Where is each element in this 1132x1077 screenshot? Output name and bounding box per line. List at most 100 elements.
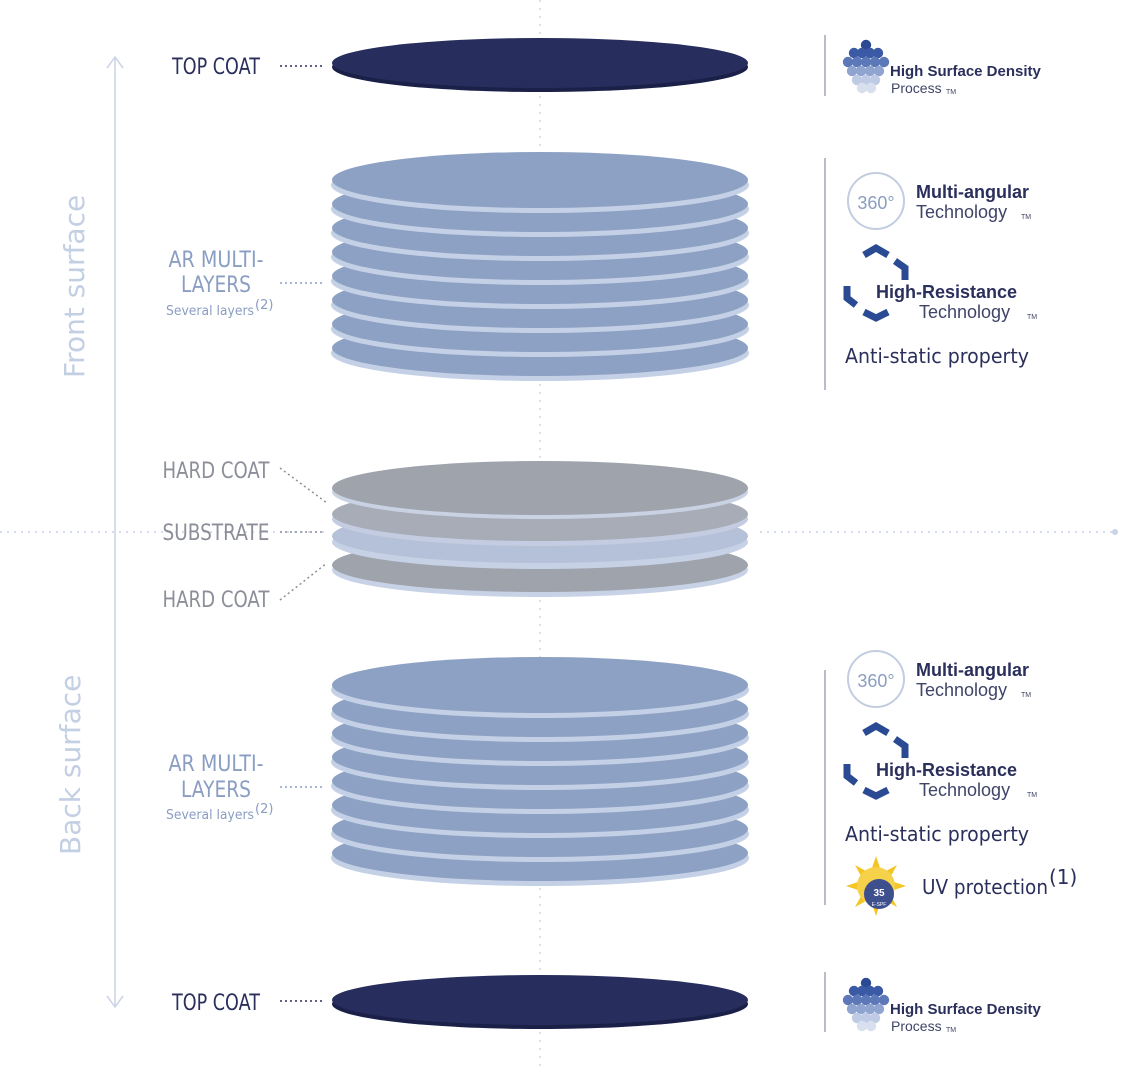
ar-back-label-line1: AR MULTI- — [169, 752, 264, 777]
arrow-up-icon — [106, 55, 124, 69]
dot-cluster-dot — [869, 56, 881, 68]
dot-cluster-dot — [860, 994, 872, 1006]
top-coat-back-label: TOP COAT — [171, 991, 260, 1016]
multi-angular-tm-front: TM — [1021, 214, 1031, 221]
sun-badge-icon: 35 E-SPF — [846, 856, 906, 916]
dot-cluster-dot — [872, 47, 884, 59]
360-circle-icon: 360° — [847, 172, 905, 230]
hard-coat-bottom-label: HARD COAT — [163, 588, 270, 613]
dot-cluster-dot — [855, 65, 867, 77]
dot-cluster-dot — [846, 65, 858, 77]
uv-badge-number: 35 — [873, 888, 885, 899]
ar-back-label-line2: LAYERS — [181, 778, 251, 803]
multi-angular-line1-back: Multi-angular — [916, 660, 1029, 680]
360-circle-icon: 360° — [847, 650, 905, 708]
hard-coat-top-label: HARD COAT — [163, 459, 270, 484]
dot-cluster-dot — [865, 82, 877, 94]
dot-cluster-dot — [851, 56, 863, 68]
high-resistance-tm-front: TM — [1027, 314, 1037, 321]
360-icon-text: 360° — [857, 193, 894, 213]
dot-cluster-icon — [842, 977, 890, 1032]
dot-cluster-dot — [872, 985, 884, 997]
ar-layer-disc — [332, 657, 748, 713]
antistatic-back: Anti-static property — [845, 822, 1029, 846]
antistatic-front: Anti-static property — [845, 344, 1029, 368]
high-resistance-line1-front: High-Resistance — [876, 282, 1017, 302]
dot-cluster-dot — [878, 56, 890, 68]
hsd-line2-top: Process — [891, 80, 942, 96]
multi-angular-line2-front: Technology — [916, 202, 1007, 222]
uv-protection-text: UV protection — [922, 875, 1048, 899]
dot-cluster-dot — [855, 1003, 867, 1015]
dot-cluster-dot — [856, 47, 868, 59]
high-resistance-line2-front: Technology — [919, 302, 1010, 322]
dot-cluster-dot — [873, 1003, 885, 1015]
dot-cluster-dot — [848, 47, 860, 59]
dot-cluster-dot — [856, 1020, 868, 1032]
dot-cluster-icon — [842, 39, 890, 94]
multi-angular-line1-front: Multi-angular — [916, 182, 1029, 202]
dot-cluster-dot — [848, 985, 860, 997]
ar-multilayer-back-stack — [331, 657, 749, 886]
dot-cluster-dot — [842, 56, 854, 68]
ar-front-sublabel-sup: (2) — [255, 298, 273, 313]
dot-cluster-dot — [856, 985, 868, 997]
hard-coat-top-leader — [279, 467, 328, 504]
hsd-line1-bottom: High Surface Density — [890, 1001, 1042, 1018]
360-icon-text: 360° — [857, 671, 894, 691]
dot-cluster-dot — [864, 65, 876, 77]
dot-cluster-dot — [860, 1012, 872, 1024]
substrate-stack — [332, 461, 748, 597]
dot-cluster-dot — [860, 39, 872, 51]
dot-cluster-dot — [873, 65, 885, 77]
dot-cluster-dot — [865, 1020, 877, 1032]
front-surface-label: Front surface — [58, 195, 91, 378]
top-coat-front-disc — [332, 38, 748, 92]
ar-multilayer-front-stack — [331, 152, 749, 381]
dot-cluster-dot — [864, 47, 876, 59]
hsd-tm-top: TM — [946, 89, 956, 96]
surface-arrow — [106, 55, 124, 1009]
ar-layer-disc — [332, 152, 748, 208]
multi-angular-tm-back: TM — [1021, 692, 1031, 699]
dot-cluster-dot — [869, 74, 881, 86]
dot-cluster-dot — [878, 994, 890, 1006]
dot-cluster-dot — [869, 1012, 881, 1024]
dot-cluster-dot — [869, 994, 881, 1006]
dot-cluster-dot — [860, 56, 872, 68]
dot-cluster-dot — [842, 994, 854, 1006]
ar-front-label-line2: LAYERS — [181, 273, 251, 298]
back-surface-label: Back surface — [54, 675, 87, 855]
dot-cluster-dot — [851, 994, 863, 1006]
dot-cluster-dot — [860, 74, 872, 86]
dot-cluster-dot — [860, 977, 872, 989]
high-resistance-tm-back: TM — [1027, 792, 1037, 799]
high-resistance-line1-back: High-Resistance — [876, 760, 1017, 780]
ar-front-label-line1: AR MULTI- — [169, 248, 264, 273]
dot-cluster-dot — [864, 1003, 876, 1015]
dot-cluster-dot — [851, 74, 863, 86]
dot-cluster-dot — [864, 985, 876, 997]
top-coat-back-disc — [332, 975, 748, 1029]
top-coat-front-label: TOP COAT — [171, 55, 260, 80]
high-resistance-line2-back: Technology — [919, 780, 1010, 800]
multi-angular-line2-back: Technology — [916, 680, 1007, 700]
hsd-tm-bottom: TM — [946, 1027, 956, 1034]
arrow-down-icon — [106, 995, 124, 1009]
ar-front-sublabel: Several layers — [166, 304, 254, 319]
dot-cluster-dot — [846, 1003, 858, 1015]
substrate-label: SUBSTRATE — [163, 521, 270, 546]
ar-back-sublabel-sup: (2) — [255, 802, 273, 817]
ar-back-sublabel: Several layers — [166, 808, 254, 823]
guide-end-dot — [1112, 529, 1118, 535]
uv-badge-text: E-SPF — [872, 902, 887, 908]
hard-coat-top-disc — [332, 461, 748, 515]
dot-cluster-dot — [851, 1012, 863, 1024]
hsd-line2-bottom: Process — [891, 1018, 942, 1034]
dot-cluster-dot — [856, 82, 868, 94]
hexagon-segments-icon — [843, 721, 909, 800]
hexagon-segments-icon — [843, 243, 909, 322]
hard-coat-bottom-leader — [279, 562, 328, 601]
